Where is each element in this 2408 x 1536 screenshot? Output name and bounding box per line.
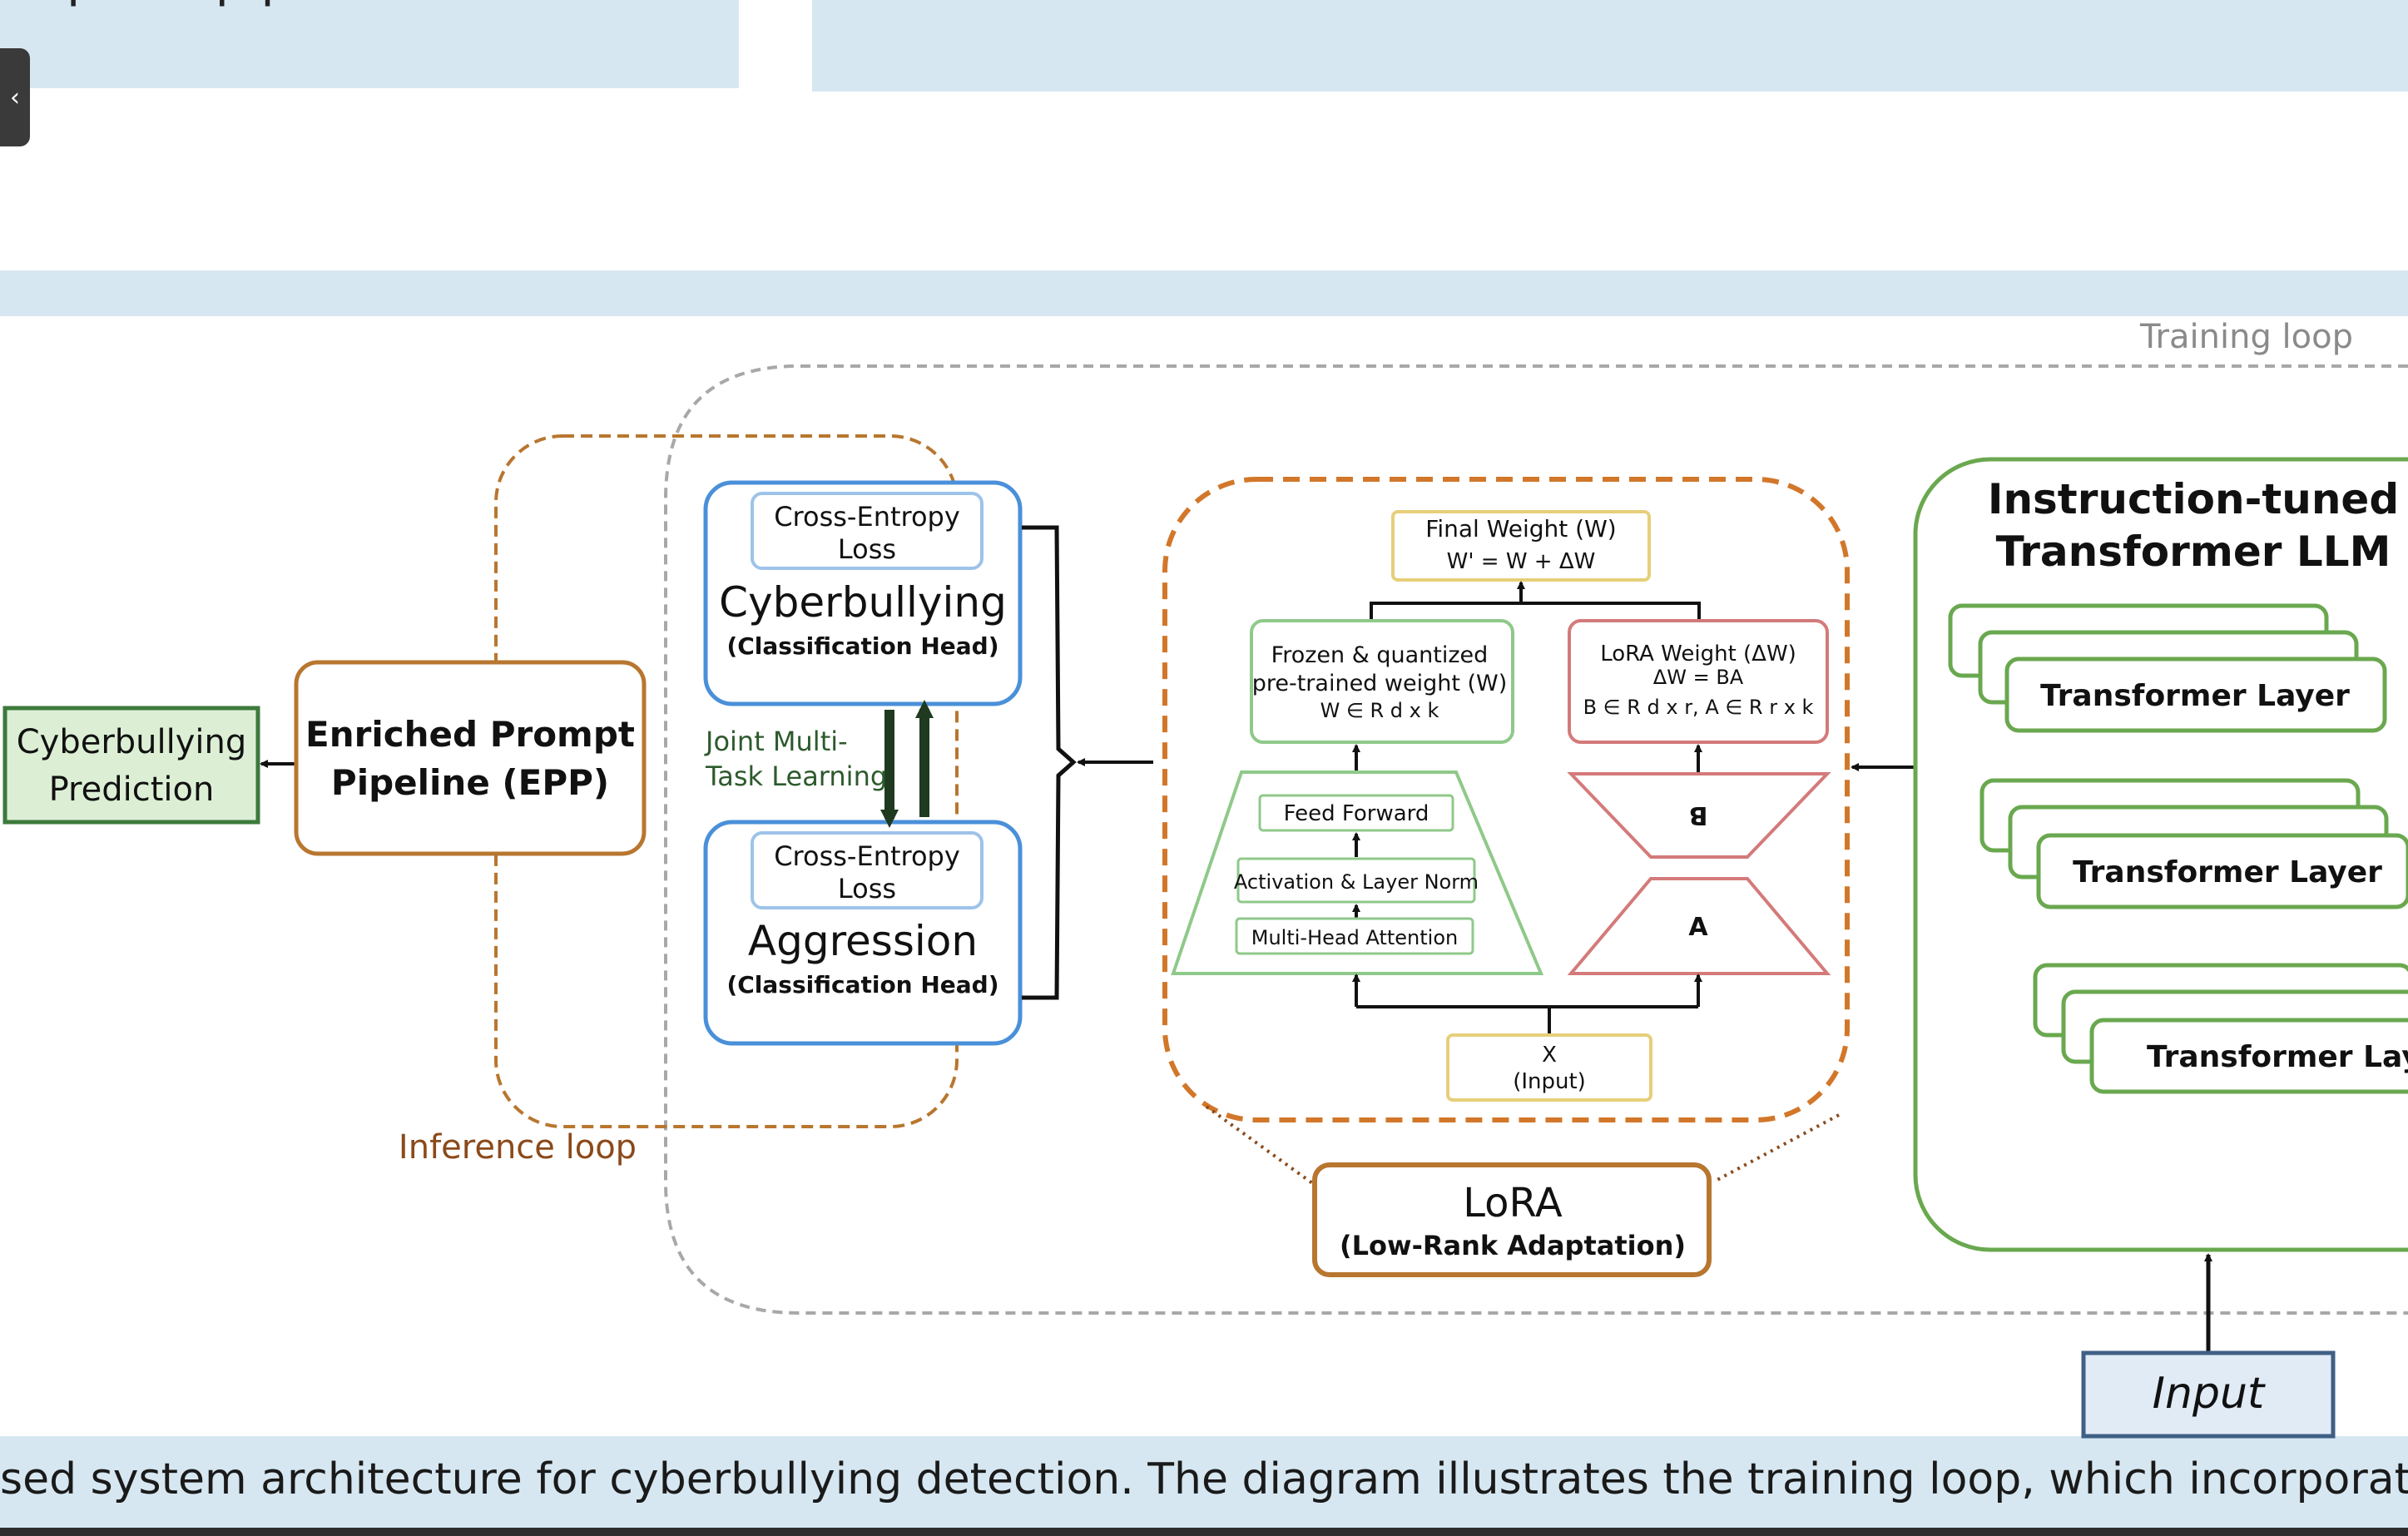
lora-a-label: A: [1688, 913, 1708, 942]
frozen-weight-line3: W ∈ R d x k: [1320, 699, 1439, 722]
prediction-label-line2: Prediction: [49, 770, 215, 809]
lora-weight-box: [1568, 619, 1829, 744]
lora-weight-line3: B ∈ R d x r, A ∈ R r x k: [1583, 696, 1814, 719]
figure-frame-top: [0, 270, 2408, 316]
bottom-edge: [0, 1528, 2408, 1536]
x-input-box: [1446, 1033, 1652, 1102]
lora-box: [1312, 1162, 1712, 1277]
feed-forward-label: Feed Forward: [1284, 801, 1429, 826]
transformer-layer-label-3: Transformer Layer: [2147, 1040, 2408, 1074]
llm-title-line2: Transformer LLM: [1996, 528, 2391, 576]
cyberbullying-loss-line2: Loss: [838, 533, 896, 565]
epp-label-line2: Pipeline (EPP): [331, 762, 609, 803]
layer-stack3-front: [2089, 1018, 2408, 1094]
layer-stack2-front: [2036, 833, 2408, 909]
lora-weight-line2: ΔW = BA: [1653, 666, 1744, 689]
epp-box: [294, 660, 647, 856]
activation-box: [1236, 857, 1476, 904]
x-input-line1: X: [1542, 1043, 1557, 1068]
cyberbullying-head-title: Cyberbullying: [719, 578, 1007, 627]
training-loop-label: Training loop: [2139, 318, 2353, 356]
transformer-layer-label-1: Transformer Layer: [2040, 679, 2350, 713]
top-right-panel: [812, 0, 2408, 92]
chevron-left-icon: ‹: [10, 82, 20, 112]
frozen-weight-line1: Frozen & quantized: [1271, 642, 1489, 668]
attention-box: [1235, 917, 1474, 955]
activation-label: Activation & Layer Norm: [1234, 870, 1479, 894]
input-box: [2081, 1350, 2336, 1439]
aggression-head-subtitle: (Classification Head): [726, 971, 998, 998]
aggression-loss-line1: Cross-Entropy: [774, 840, 960, 872]
joint-learning-line2: Task Learning: [705, 761, 887, 792]
figure-caption: sed system architecture for cyberbullyin…: [0, 1454, 2408, 1504]
lora-weight-line1: LoRA Weight (ΔW): [1600, 642, 1796, 666]
lora-title: LoRA: [1463, 1180, 1563, 1226]
lora-detail-boundary: [1162, 477, 1850, 1122]
joint-learning-line1: Joint Multi-: [704, 726, 848, 757]
lora-b-label: B: [1689, 800, 1708, 830]
lora-dotted-right: [1713, 1113, 1840, 1183]
final-weight-connector: [1370, 602, 1701, 621]
caption-band: [0, 1436, 2408, 1528]
llm-title-line1: Instruction-tuned: [1988, 475, 2399, 523]
aggression-head-title: Aggression: [748, 917, 978, 965]
final-weight-line1: Final Weight (W): [1425, 515, 1616, 543]
page-title-fragment: posal pipeline text: [67, 0, 528, 8]
aggression-loss-line2: Loss: [838, 873, 896, 904]
cyberbullying-loss-line1: Cross-Entropy: [774, 501, 960, 533]
inference-loop-label: Inference loop: [399, 1128, 637, 1167]
x-input-line2: (Input): [1513, 1069, 1586, 1094]
feed-forward-box: [1258, 794, 1454, 832]
input-split-connector: [1356, 1005, 1698, 1035]
final-weight-line2: W' = W + ΔW: [1447, 549, 1596, 574]
epp-label-line1: Enriched Prompt: [305, 714, 635, 755]
final-weight-box: [1391, 510, 1651, 582]
lora-subtitle: (Low-Rank Adaptation): [1340, 1230, 1686, 1261]
transformer-layer-label-2: Transformer Layer: [2073, 855, 2382, 889]
lora-b-trapezoid: [1567, 772, 1831, 859]
lora-a-trapezoid: [1567, 877, 1831, 975]
prediction-box: [2, 706, 260, 825]
frozen-weight-box: [1250, 619, 1514, 744]
attention-label: Multi-Head Attention: [1251, 926, 1458, 949]
training-loop-boundary: [664, 364, 2408, 1315]
cyberbullying-head-subtitle: (Classification Head): [726, 632, 998, 660]
top-left-panel: posal pipeline text: [0, 0, 739, 88]
frozen-weight-line2: pre-trained weight (W): [1252, 671, 1508, 696]
cyberbullying-loss-box: [751, 492, 984, 570]
aggression-loss-box: [751, 831, 984, 909]
layer-stack1-front: [2004, 657, 2387, 733]
sidebar-toggle-button[interactable]: ‹: [0, 48, 30, 146]
prediction-label-line1: Cyberbullying: [17, 723, 247, 761]
input-label: Input: [2153, 1369, 2266, 1419]
heads-bracket: [1022, 525, 1077, 1000]
